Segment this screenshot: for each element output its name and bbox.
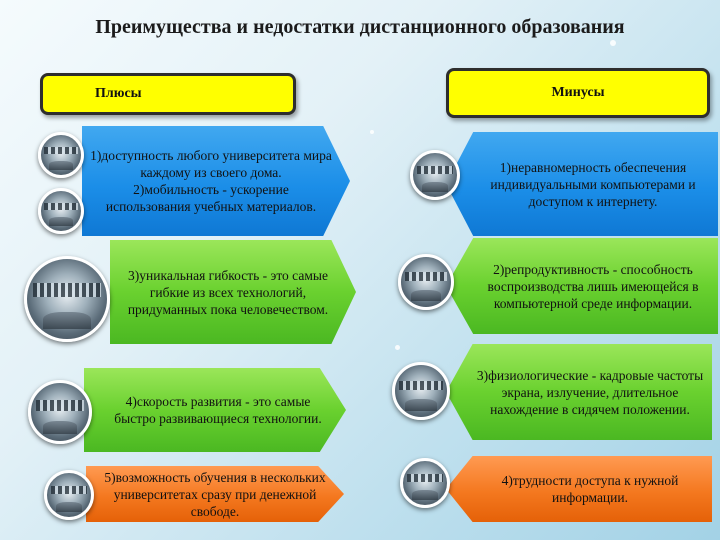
pros-header: Плюсы	[40, 73, 296, 115]
pros-item-5-text: 5)возможность обучения в нескольких унив…	[104, 469, 326, 519]
computer-lab-photo-icon	[28, 380, 92, 444]
computer-lab-photo-icon	[24, 256, 110, 342]
computer-lab-photo-icon	[38, 188, 84, 234]
sparkle-decoration	[610, 40, 616, 46]
pros-item-4: 4)скорость развития - это самые быстро р…	[84, 368, 346, 452]
pros-item-3-text: 3)уникальная гибкость - это самые гибкие…	[127, 267, 329, 317]
sparkle-decoration	[395, 345, 400, 350]
pros-item-4-text: 4)скорость развития - это самые быстро р…	[114, 394, 322, 426]
pros-item-1-2: 1)доступность любого университета мира к…	[82, 126, 350, 236]
computer-lab-photo-icon	[392, 362, 450, 420]
cons-item-4-text: 4)трудности доступа к нужной информации.	[501, 473, 679, 505]
cons-item-3: 3)физиологические - кадровые частоты экр…	[446, 344, 712, 440]
sparkle-decoration	[370, 130, 374, 134]
computer-lab-photo-icon	[38, 132, 84, 178]
pros-item-1-text: 1)доступность любого университета мира к…	[90, 148, 332, 180]
page-title: Преимущества и недостатки дистанционного…	[95, 16, 625, 38]
computer-lab-photo-icon	[398, 254, 454, 310]
cons-item-4: 4)трудности доступа к нужной информации.	[446, 456, 712, 522]
pros-item-2-text: 2)мобильность - ускорение использования …	[105, 182, 317, 214]
cons-header: Минусы	[446, 68, 710, 118]
cons-item-2: 2)репродуктивность - способность воспрои…	[446, 238, 718, 334]
computer-lab-photo-icon	[410, 150, 460, 200]
pros-item-5: 5)возможность обучения в нескольких унив…	[86, 466, 344, 522]
cons-item-1: 1)неравномерность обеспечения индивидуал…	[446, 132, 718, 236]
computer-lab-photo-icon	[400, 458, 450, 508]
cons-item-1-text: 1)неравномерность обеспечения индивидуал…	[490, 159, 696, 209]
cons-item-3-text: 3)физиологические - кадровые частоты экр…	[476, 367, 704, 417]
pros-item-3: 3)уникальная гибкость - это самые гибкие…	[110, 240, 356, 344]
computer-lab-photo-icon	[44, 470, 94, 520]
cons-item-2-text: 2)репродуктивность - способность воспрои…	[487, 261, 699, 311]
